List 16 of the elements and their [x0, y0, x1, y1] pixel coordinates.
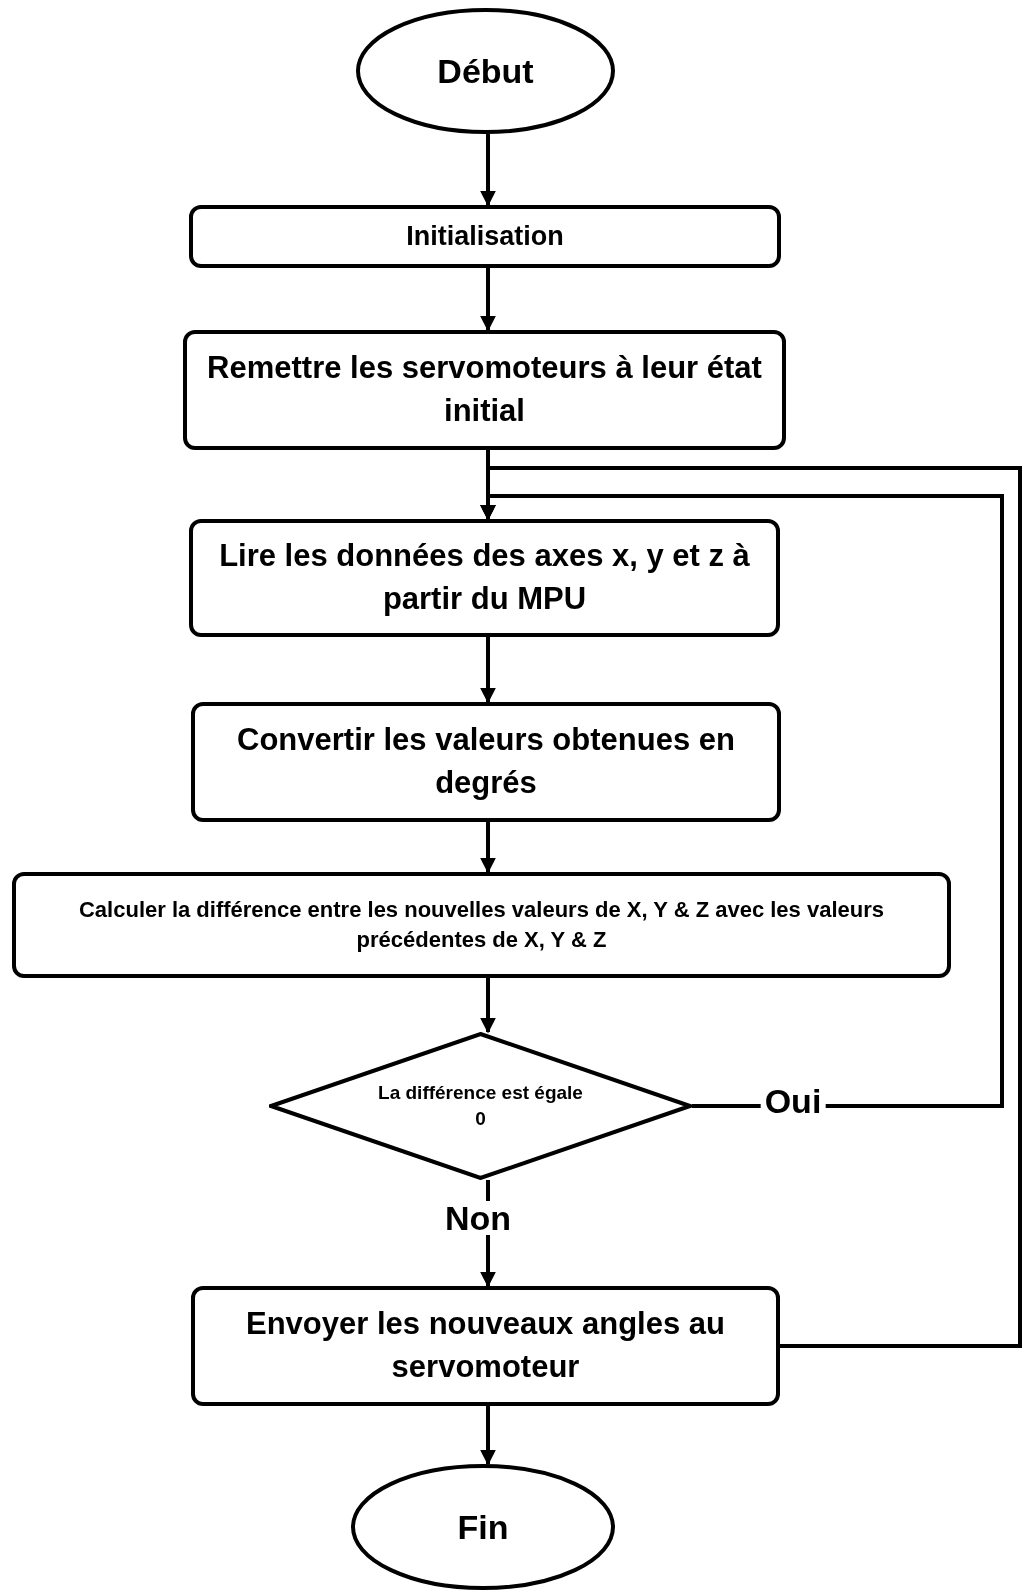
process-box: Convertir les valeurs obtenues en degrés	[191, 702, 781, 822]
process-box: Envoyer les nouveaux angles au servomoteur	[191, 1286, 780, 1406]
arrow	[480, 466, 1022, 1348]
arrow	[480, 1406, 496, 1466]
arrow	[480, 822, 496, 874]
process-box: Initialisation	[189, 205, 781, 268]
process-box: Remettre les servomoteurs à leur état initial	[183, 330, 786, 450]
terminal-ellipse: Début	[356, 8, 615, 134]
process-box: Lire les données des axes x, y et z à partir du MPU	[189, 519, 780, 637]
arrow	[480, 268, 496, 332]
arrow	[480, 637, 496, 704]
process-box: Calculer la différence entre les nouvelles valeurs de X, Y & Z avec les valeurs précédentes de X, Y & Z	[12, 872, 951, 978]
decision-diamond: La différence est égale 0	[269, 1032, 692, 1180]
terminal-ellipse: Fin	[351, 1464, 615, 1590]
arrow	[480, 978, 496, 1034]
arrow	[480, 134, 496, 207]
